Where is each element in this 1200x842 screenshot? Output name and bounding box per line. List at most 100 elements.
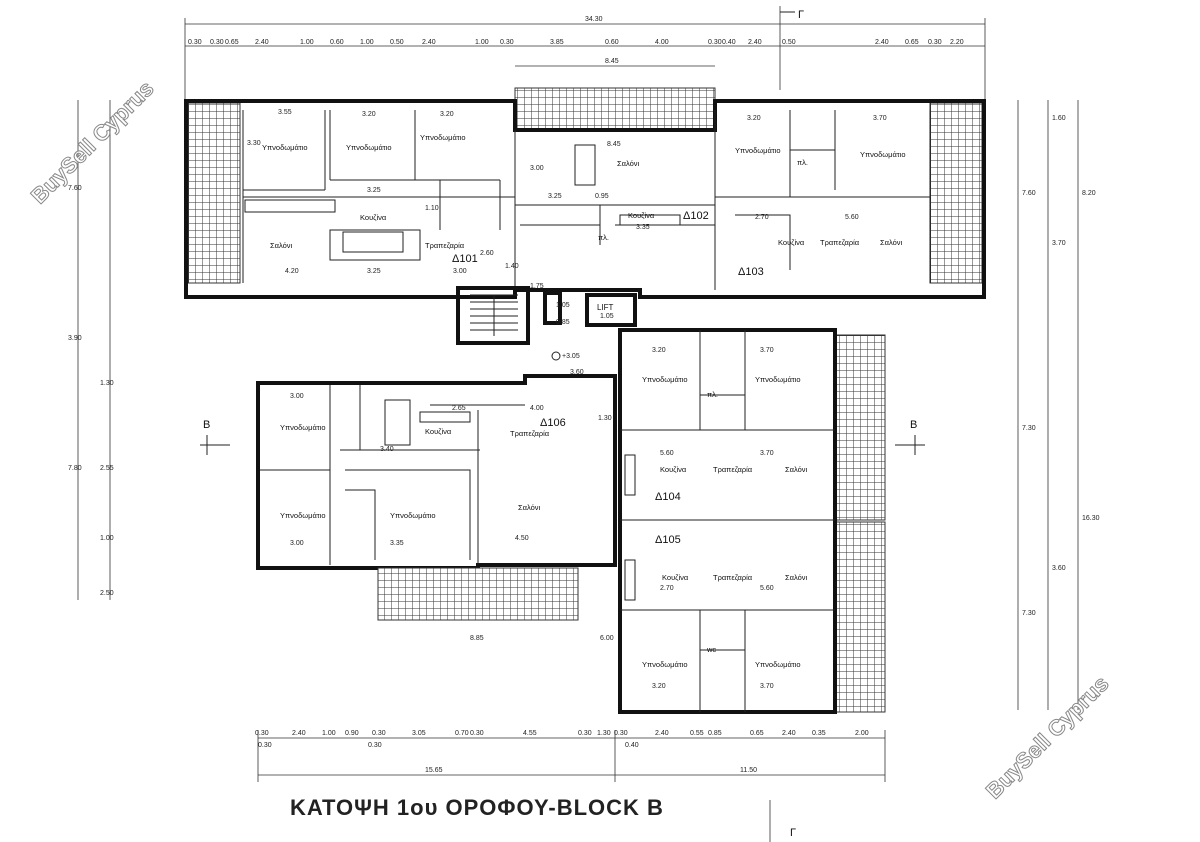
svg-text:0.65: 0.65	[225, 39, 239, 46]
svg-text:0.30: 0.30	[188, 39, 202, 46]
svg-text:πλ.: πλ.	[797, 158, 808, 167]
bottom-dimension-lines	[257, 730, 886, 842]
svg-text:Υπνοδωμάτιο: Υπνοδωμάτιο	[262, 143, 308, 152]
svg-text:0.30: 0.30	[614, 730, 628, 737]
svg-text:Υπνοδωμάτιο: Υπνοδωμάτιο	[755, 375, 801, 384]
lift-dim: 1.05	[600, 313, 614, 320]
svg-text:Υπνοδωμάτιο: Υπνοδωμάτιο	[280, 511, 326, 520]
svg-text:0.65: 0.65	[750, 730, 764, 737]
svg-text:3.55: 3.55	[278, 109, 292, 116]
svg-text:Σαλόνι: Σαλόνι	[785, 465, 808, 474]
svg-text:3.70: 3.70	[760, 347, 774, 354]
svg-text:Τραπεζαρία: Τραπεζαρία	[713, 573, 753, 582]
svg-text:1.30: 1.30	[598, 415, 612, 422]
svg-text:3.20: 3.20	[747, 115, 761, 122]
svg-text:2.70: 2.70	[660, 585, 674, 592]
svg-text:Σαλόνι: Σαλόνι	[880, 238, 903, 247]
top-wing	[184, 87, 986, 299]
svg-text:2.65: 2.65	[452, 405, 466, 412]
svg-text:2.40: 2.40	[255, 39, 269, 46]
svg-text:Σαλόνι: Σαλόνι	[270, 241, 293, 250]
svg-text:8.20: 8.20	[1082, 190, 1096, 197]
svg-text:1.10: 1.10	[425, 205, 439, 212]
svg-text:Τραπεζαρία: Τραπεζαρία	[820, 238, 860, 247]
svg-text:1.40: 1.40	[505, 263, 519, 270]
svg-text:0.40: 0.40	[625, 742, 639, 749]
svg-text:3.00: 3.00	[453, 268, 467, 275]
svg-text:4.55: 4.55	[523, 730, 537, 737]
svg-text:8.45: 8.45	[607, 141, 621, 148]
svg-text:1.00: 1.00	[100, 535, 114, 542]
svg-text:1.30: 1.30	[100, 380, 114, 387]
svg-text:Υπνοδωμάτιο: Υπνοδωμάτιο	[860, 150, 906, 159]
svg-text:1.00: 1.00	[475, 39, 489, 46]
svg-text:7.30: 7.30	[1022, 610, 1036, 617]
svg-text:Υπνοδωμάτιο: Υπνοδωμάτιο	[280, 423, 326, 432]
svg-text:3.30: 3.30	[247, 140, 261, 147]
svg-text:3.25: 3.25	[367, 268, 381, 275]
svg-text:2.40: 2.40	[748, 39, 762, 46]
svg-text:0.55: 0.55	[690, 730, 704, 737]
top-dimension-lines	[184, 6, 986, 100]
bottom-dim-labels: 0.30 2.40 1.00 0.90 0.30 3.05 0.70 0.30 …	[255, 730, 869, 774]
svg-text:3.40: 3.40	[380, 446, 394, 453]
plan-title: ΚΑΤΟΨΗ 1ου ΟΡΟΦΟΥ-BLOCK B	[290, 795, 664, 820]
svg-text:0.35: 0.35	[812, 730, 826, 737]
svg-text:2.60: 2.60	[480, 250, 494, 257]
svg-text:πλ.: πλ.	[598, 233, 609, 242]
unit-label: Δ103	[738, 266, 764, 278]
svg-text:3.90: 3.90	[68, 335, 82, 342]
left-wing	[256, 374, 617, 621]
svg-text:0.95: 0.95	[595, 193, 609, 200]
svg-text:3.20: 3.20	[652, 347, 666, 354]
svg-text:Υπνοδωμάτιο: Υπνοδωμάτιο	[642, 375, 688, 384]
svg-text:Κουζίνα: Κουζίνα	[360, 213, 387, 222]
svg-text:0.65: 0.65	[905, 39, 919, 46]
svg-text:Σαλόνι: Σαλόνι	[785, 573, 808, 582]
svg-text:2.40: 2.40	[655, 730, 669, 737]
right-dimension-lines: 7.60 8.20 1.60 16.30 7.30 7.30 3.70 3.60	[1017, 100, 1100, 710]
svg-text:4.00: 4.00	[655, 39, 669, 46]
svg-text:0.90: 0.90	[345, 730, 359, 737]
svg-text:Υπνοδωμάτιο: Υπνοδωμάτιο	[642, 660, 688, 669]
section-marker-top: Γ	[798, 9, 804, 21]
svg-text:2.40: 2.40	[875, 39, 889, 46]
interior-dims: 3.55 3.20 3.20 3.25 3.30 1.10 4.20 3.25 …	[247, 109, 887, 690]
svg-text:3.20: 3.20	[440, 111, 454, 118]
svg-text:5.60: 5.60	[660, 450, 674, 457]
svg-text:wc: wc	[706, 645, 716, 654]
svg-text:3.25: 3.25	[367, 187, 381, 194]
svg-text:3.25: 3.25	[548, 193, 562, 200]
svg-text:3.60: 3.60	[1052, 565, 1066, 572]
svg-text:3.70: 3.70	[760, 450, 774, 457]
svg-text:8.45: 8.45	[605, 58, 619, 65]
svg-text:2.50: 2.50	[100, 590, 114, 597]
svg-text:πλ.: πλ.	[707, 390, 718, 399]
watermark-logo: BuySell Cyprus	[981, 671, 1114, 804]
balcony-right-upper	[834, 334, 886, 521]
svg-text:3.70: 3.70	[760, 683, 774, 690]
svg-text:1.30: 1.30	[597, 730, 611, 737]
svg-text:1.75: 1.75	[530, 283, 544, 290]
svg-text:0.50: 0.50	[390, 39, 404, 46]
level-mark: +3.05	[562, 353, 580, 360]
svg-text:3.00: 3.00	[530, 165, 544, 172]
svg-text:3.00: 3.00	[290, 393, 304, 400]
section-marker-left: B	[203, 419, 210, 431]
top-dim-total: 34.30	[585, 16, 603, 23]
svg-text:7.60: 7.60	[68, 185, 82, 192]
unit-label: Δ101	[452, 253, 478, 265]
svg-text:1.00: 1.00	[322, 730, 336, 737]
section-marker-bottom: Γ	[790, 827, 796, 839]
svg-text:0.85: 0.85	[556, 319, 570, 326]
svg-text:Κουζίνα: Κουζίνα	[778, 238, 805, 247]
svg-text:3.35: 3.35	[636, 224, 650, 231]
svg-text:3.35: 3.35	[390, 540, 404, 547]
svg-text:4.50: 4.50	[515, 535, 529, 542]
svg-text:Υπνοδωμάτιο: Υπνοδωμάτιο	[755, 660, 801, 669]
svg-text:0.50: 0.50	[782, 39, 796, 46]
svg-text:2.40: 2.40	[292, 730, 306, 737]
svg-text:1.05: 1.05	[556, 302, 570, 309]
svg-text:Σαλόνι: Σαλόνι	[617, 159, 640, 168]
svg-text:2.70: 2.70	[755, 214, 769, 221]
